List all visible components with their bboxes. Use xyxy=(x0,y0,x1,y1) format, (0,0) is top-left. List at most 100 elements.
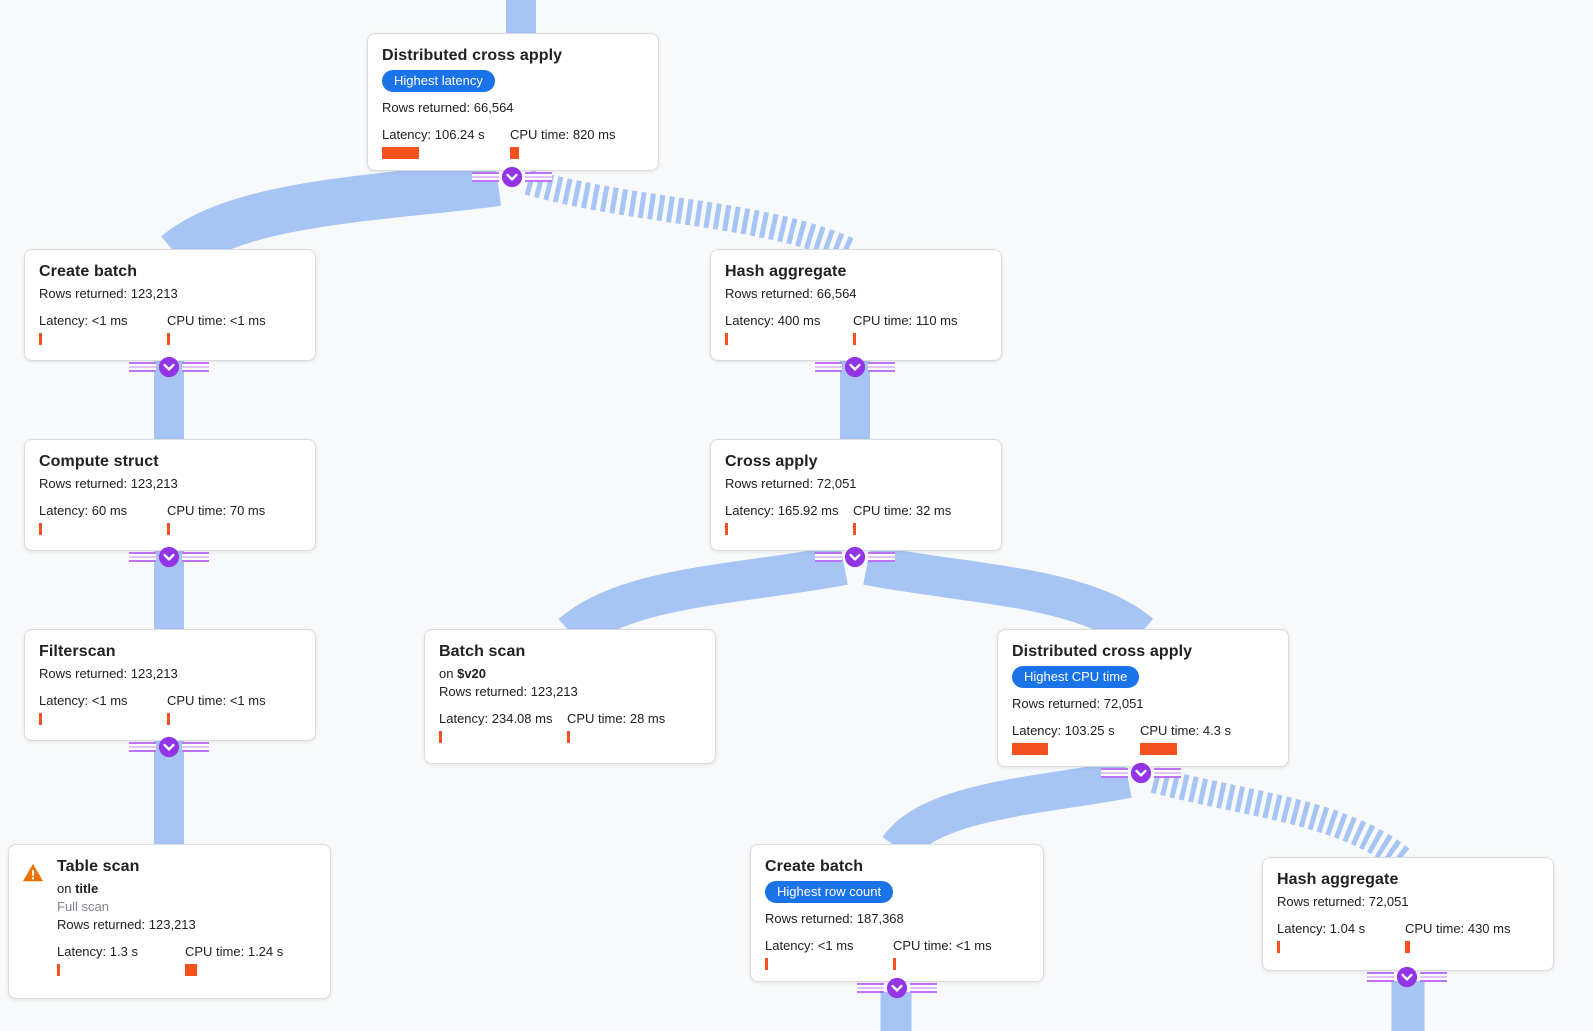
chevron-down-icon xyxy=(158,736,180,758)
edge-crossapply-to-dcaright xyxy=(863,545,1154,650)
node-cpu-time: CPU time: <1 ms xyxy=(167,313,301,345)
node-title: Filterscan xyxy=(39,643,116,660)
node-metrics: Latency: 106.24 s CPU time: 820 ms xyxy=(382,127,644,159)
plan-node-cross-apply[interactable]: Cross apply Rows returned: 72,051 Latenc… xyxy=(710,439,1002,551)
distribution-stripe-right xyxy=(525,172,552,182)
latency-bar xyxy=(1012,743,1048,755)
expand-collapse-connector-c-dca-right[interactable] xyxy=(1101,762,1181,784)
edge-dcatop-to-hashagg xyxy=(524,169,858,264)
chevron-down-icon xyxy=(158,356,180,378)
edge-crossapply-to-batchscan xyxy=(558,545,848,650)
distribution-stripe-left xyxy=(472,172,499,182)
node-title: Cross apply xyxy=(725,453,818,470)
node-latency: Latency: 165.92 ms xyxy=(725,503,853,535)
cpu-time-label: CPU time: 1.24 s xyxy=(185,944,284,959)
cpu-time-label: CPU time: <1 ms xyxy=(167,313,266,328)
expand-collapse-connector-c-create-batch-bot[interactable] xyxy=(857,977,937,999)
node-metrics: Latency: 165.92 ms CPU time: 32 ms xyxy=(725,503,987,535)
expand-collapse-connector-c-hash-agg-bot[interactable] xyxy=(1367,966,1447,988)
distribution-stripe-left xyxy=(1101,768,1128,778)
latency-label: Latency: 1.04 s xyxy=(1277,921,1366,936)
distribution-stripe-left xyxy=(129,742,156,752)
node-cpu-time: CPU time: <1 ms xyxy=(167,693,301,725)
node-latency: Latency: <1 ms xyxy=(39,313,167,345)
plan-node-create-batch-left[interactable]: Create batch Rows returned: 123,213 Late… xyxy=(24,249,316,361)
node-cpu-time: CPU time: 1.24 s xyxy=(185,944,316,976)
latency-bar xyxy=(725,333,728,345)
node-metrics: Latency: <1 ms CPU time: <1 ms xyxy=(765,938,1029,970)
latency-label: Latency: 400 ms xyxy=(725,313,821,328)
distribution-stripe-left xyxy=(129,552,156,562)
plan-node-compute-struct[interactable]: Compute struct Rows returned: 123,213 La… xyxy=(24,439,316,551)
expand-collapse-connector-c-filterscan[interactable] xyxy=(129,736,209,758)
cpu-time-bar xyxy=(510,147,519,159)
node-rows-returned: Rows returned: 123,213 xyxy=(39,666,178,681)
node-cpu-time: CPU time: 430 ms xyxy=(1405,921,1539,953)
node-latency: Latency: 60 ms xyxy=(39,503,167,535)
distribution-stripe-left xyxy=(815,362,842,372)
node-rows-returned: Rows returned: 123,213 xyxy=(39,476,178,491)
cpu-time-label: CPU time: 70 ms xyxy=(167,503,266,518)
node-metrics: Latency: 234.08 ms CPU time: 28 ms xyxy=(439,711,701,743)
cpu-time-label: CPU time: 820 ms xyxy=(510,127,616,142)
cpu-time-label: CPU time: <1 ms xyxy=(167,693,266,708)
latency-label: Latency: <1 ms xyxy=(765,938,854,953)
distribution-stripe-left xyxy=(857,983,884,993)
node-latency: Latency: 234.08 ms xyxy=(439,711,567,743)
node-rows-returned: Rows returned: 123,213 xyxy=(57,917,196,932)
node-metrics: Latency: 60 ms CPU time: 70 ms xyxy=(39,503,301,535)
node-title: Compute struct xyxy=(39,453,159,470)
plan-node-filterscan[interactable]: Filterscan Rows returned: 123,213 Latenc… xyxy=(24,629,316,741)
node-metrics: Latency: <1 ms CPU time: <1 ms xyxy=(39,693,301,725)
node-title: Distributed cross apply xyxy=(382,47,563,64)
latency-bar xyxy=(39,713,42,725)
node-target: on $v20 xyxy=(439,666,487,681)
latency-bar xyxy=(1277,941,1280,953)
expand-collapse-connector-c-dca-top[interactable] xyxy=(472,166,552,188)
plan-node-table-scan[interactable]: Table scan on title Full scan Rows retur… xyxy=(8,844,331,999)
cpu-time-bar xyxy=(167,713,170,725)
node-cpu-time: CPU time: 28 ms xyxy=(567,711,701,743)
distribution-stripe-left xyxy=(1367,972,1394,982)
plan-node-batch-scan[interactable]: Batch scan on $v20 Rows returned: 123,21… xyxy=(424,629,716,764)
expand-collapse-connector-c-cross-apply[interactable] xyxy=(815,546,895,568)
plan-node-distributed-cross-apply-top[interactable]: Distributed cross apply Highest latency … xyxy=(367,33,659,171)
edge-dcaright-to-createbatch xyxy=(882,760,1132,861)
node-title: Create batch xyxy=(765,858,864,875)
plan-node-hash-aggregate-bottom[interactable]: Hash aggregate Rows returned: 72,051 Lat… xyxy=(1262,857,1554,971)
latency-label: Latency: 103.25 s xyxy=(1012,723,1115,738)
latency-label: Latency: 1.3 s xyxy=(57,944,138,959)
latency-bar xyxy=(39,523,42,535)
plan-node-create-batch-bottom[interactable]: Create batch Highest row count Rows retu… xyxy=(750,844,1044,982)
chevron-down-icon xyxy=(501,166,523,188)
warning-icon xyxy=(22,863,44,882)
cpu-time-label: CPU time: 28 ms xyxy=(567,711,666,726)
expand-collapse-connector-c-hash-agg-top[interactable] xyxy=(815,356,895,378)
node-latency: Latency: <1 ms xyxy=(39,693,167,725)
cpu-time-bar xyxy=(167,523,170,535)
plan-node-hash-aggregate-top[interactable]: Hash aggregate Rows returned: 66,564 Lat… xyxy=(710,249,1002,361)
cpu-time-label: CPU time: 430 ms xyxy=(1405,921,1511,936)
cpu-time-bar xyxy=(853,333,856,345)
cpu-time-bar xyxy=(1140,743,1177,755)
cpu-time-bar xyxy=(853,523,856,535)
distribution-stripe-right xyxy=(868,362,895,372)
node-badge: Highest CPU time xyxy=(1012,666,1140,688)
distribution-stripe-left xyxy=(129,362,156,372)
node-latency: Latency: 1.3 s xyxy=(57,944,185,976)
latency-bar xyxy=(725,523,728,535)
latency-label: Latency: 106.24 s xyxy=(382,127,485,142)
distribution-stripe-right xyxy=(182,552,209,562)
expand-collapse-connector-c-create-batch-left[interactable] xyxy=(129,356,209,378)
node-metrics: Latency: 400 ms CPU time: 110 ms xyxy=(725,313,987,345)
latency-bar xyxy=(382,147,419,159)
latency-bar xyxy=(39,333,42,345)
node-rows-returned: Rows returned: 72,051 xyxy=(1012,696,1144,711)
expand-collapse-connector-c-compute-struct[interactable] xyxy=(129,546,209,568)
node-badge: Highest latency xyxy=(382,70,495,92)
plan-node-distributed-cross-apply-right[interactable]: Distributed cross apply Highest CPU time… xyxy=(997,629,1289,767)
latency-label: Latency: <1 ms xyxy=(39,693,128,708)
node-rows-returned: Rows returned: 123,213 xyxy=(39,286,178,301)
node-cpu-time: CPU time: 4.3 s xyxy=(1140,723,1274,755)
